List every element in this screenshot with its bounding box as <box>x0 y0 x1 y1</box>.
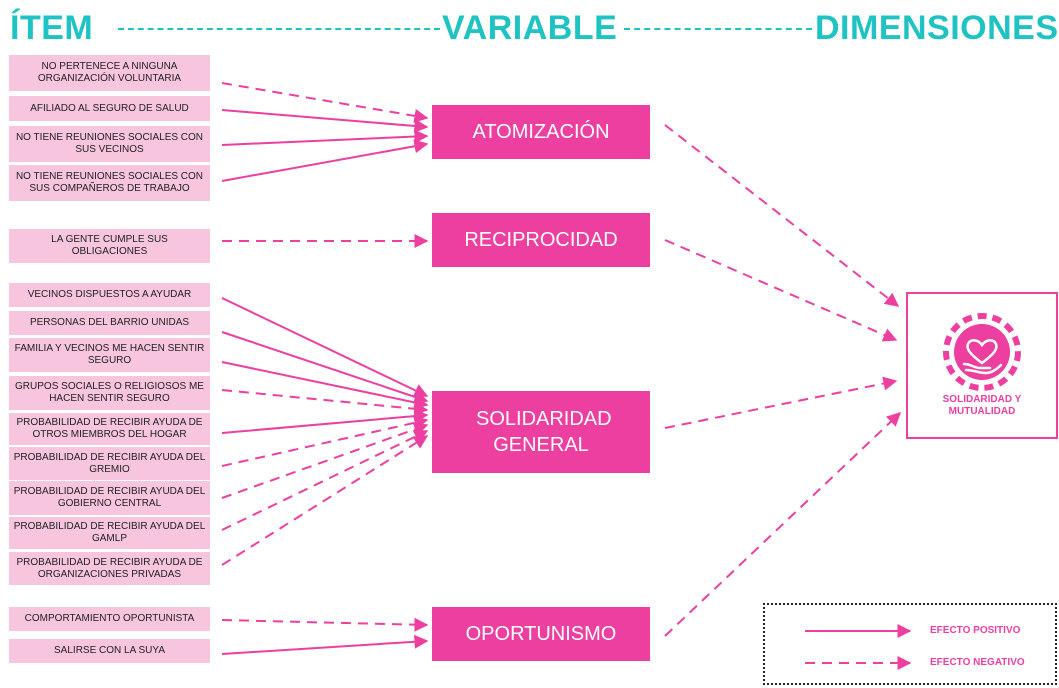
item-label: PROBABILIDAD DE RECIBIR AYUDA DE ORGANIZ… <box>16 556 203 580</box>
item-box: PROBABILIDAD DE RECIBIR AYUDA DEL GAMLP <box>9 517 210 549</box>
variable-edge <box>664 124 900 307</box>
item-box: PROBABILIDAD DE RECIBIR AYUDA DE ORGANIZ… <box>9 552 210 585</box>
item-edge <box>221 634 429 655</box>
item-edge <box>221 430 429 531</box>
dimension-column-header: DIMENSIONES <box>815 9 1059 47</box>
item-edge <box>221 435 429 566</box>
item-edge <box>221 139 429 182</box>
item-box: NO PERTENECE A NINGUNA ORGANIZACIÓN VOLU… <box>9 55 210 91</box>
legend-arrows <box>805 624 912 670</box>
item-box: PROBABILIDAD DE RECIBIR AYUDA DEL GOBIER… <box>9 481 210 515</box>
item-label: AFILIADO AL SEGURO DE SALUD <box>30 102 189 114</box>
item-box: PERSONAS DEL BARRIO UNIDAS <box>9 311 210 335</box>
item-label: NO PERTENECE A NINGUNA ORGANIZACIÓN VOLU… <box>37 61 182 84</box>
variable-atomizacion: ATOMIZACIÓN <box>432 105 650 159</box>
item-column-header: ÍTEM <box>10 9 94 47</box>
item-label: PROBABILIDAD DE RECIBIR AYUDA DE OTROS M… <box>16 417 203 440</box>
item-box: PROBABILIDAD DE RECIBIR AYUDA DE OTROS M… <box>9 413 210 445</box>
item-edge <box>221 331 429 404</box>
legend: EFECTO POSITIVO EFECTO NEGATIVO <box>763 603 1057 685</box>
legend-positive-label: EFECTO POSITIVO <box>930 625 1021 636</box>
item-label: PROBABILIDAD DE RECIBIR AYUDA DEL GOBIER… <box>13 486 206 509</box>
item-box: NO TIENE REUNIONES SOCIALES CON SUS VECI… <box>9 126 210 162</box>
variable-solidaridad-general: SOLIDARIDAD GENERAL <box>432 391 650 473</box>
item-edge <box>221 129 429 146</box>
item-label: LA GENTE CUMPLE SUS OBLIGACIONES <box>51 234 168 257</box>
dimension-box: SOLIDARIDAD Y MUTUALIDAD <box>906 292 1058 439</box>
item-label: PROBABILIDAD DE RECIBIR AYUDA DEL GAMLP <box>13 521 206 544</box>
item-label: NO TIENE REUNIONES SOCIALES CON SUS VECI… <box>15 132 204 155</box>
item-edge <box>221 389 429 416</box>
header-divider <box>624 28 812 30</box>
item-box: SALIRSE CON LA SUYA <box>9 639 210 663</box>
item-box: FAMILIA Y VECINOS ME HACEN SENTIR SEGURO <box>9 338 210 372</box>
legend-negative-label: EFECTO NEGATIVO <box>930 657 1025 668</box>
item-box: VECINOS DISPUESTOS A AYUDAR <box>9 283 210 307</box>
variable-edge <box>664 412 902 637</box>
variable-oportunismo: OPORTUNISMO <box>432 607 650 661</box>
item-edge <box>221 422 429 499</box>
item-label: FAMILIA Y VECINOS ME HACEN SENTIR SEGURO <box>14 343 205 366</box>
item-edge <box>221 415 429 467</box>
item-box: GRUPOS SOCIALES O RELIGIOSOS ME HACEN SE… <box>9 376 210 410</box>
item-label: COMPORTAMIENTO OPORTUNISTA <box>24 613 195 624</box>
item-box: PROBABILIDAD DE RECIBIR AYUDA DEL GREMIO <box>9 447 210 480</box>
heart-in-hand-icon <box>943 313 1021 391</box>
item-edge <box>221 82 429 123</box>
dimension-label: SOLIDARIDAD Y MUTUALIDAD <box>942 394 1022 417</box>
variable-column-header: VARIABLE <box>442 9 618 47</box>
header-divider <box>118 28 440 30</box>
item-edge <box>221 297 429 397</box>
variable-edge <box>664 376 898 429</box>
item-box: NO TIENE REUNIONES SOCIALES CON SUS COMP… <box>9 165 210 201</box>
item-label: NO TIENE REUNIONES SOCIALES CON SUS COMP… <box>15 171 204 194</box>
item-edge <box>221 617 429 632</box>
item-edge <box>221 361 429 410</box>
item-label: SALIRSE CON LA SUYA <box>54 645 165 656</box>
item-box: LA GENTE CUMPLE SUS OBLIGACIONES <box>9 229 210 263</box>
item-label: VECINOS DISPUESTOS A AYUDAR <box>27 289 192 300</box>
item-box: COMPORTAMIENTO OPORTUNISTA <box>9 607 210 631</box>
variable-edge <box>664 239 898 342</box>
item-edge <box>221 409 429 434</box>
item-box: AFILIADO AL SEGURO DE SALUD <box>9 96 210 121</box>
item-edge <box>221 109 429 133</box>
variable-reciprocidad: RECIPROCIDAD <box>432 213 650 267</box>
item-label: PROBABILIDAD DE RECIBIR AYUDA DEL GREMIO <box>13 451 206 475</box>
item-label: GRUPOS SOCIALES O RELIGIOSOS ME HACEN SE… <box>15 381 204 404</box>
item-label: PERSONAS DEL BARRIO UNIDAS <box>29 317 190 328</box>
